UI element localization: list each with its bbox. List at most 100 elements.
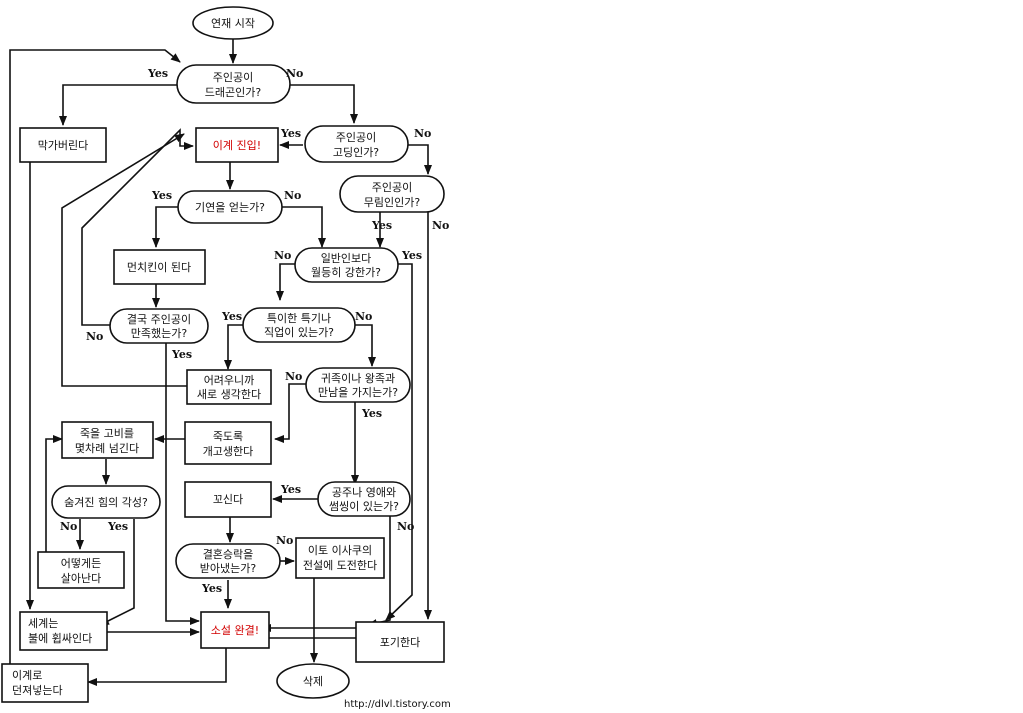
label-martial-no: No xyxy=(432,219,449,232)
edge-hard-enter xyxy=(61,133,187,387)
label-satisfied-no: No xyxy=(86,330,103,343)
a-throw-line1: 이계로 xyxy=(12,669,42,682)
edge-satisfied-no xyxy=(81,128,194,326)
a-world-line1: 세계는 xyxy=(28,617,58,630)
connectors xyxy=(9,39,432,686)
edge-satisfied-yes xyxy=(165,343,200,625)
a-enter-node: 이계 진입! xyxy=(195,127,279,163)
a-crises-line2: 몇차례 넘긴다 xyxy=(75,442,139,455)
a-hard-line1: 어려우니까 xyxy=(204,374,255,387)
q-martial-node: 주인공이 무림인인가? xyxy=(339,175,445,213)
a-delete-node: 삭제 xyxy=(276,663,350,699)
label-marriage-no: No xyxy=(276,534,293,547)
a-giveup-label: 포기한다 xyxy=(380,636,420,649)
a-legend-line1: 이토 이사쿠의 xyxy=(308,544,372,557)
q-noble-node: 귀족이나 왕족과 만남을 가지는가? xyxy=(305,367,411,403)
label-dragon-yes: Yes xyxy=(147,67,168,80)
edge-dragon-yes xyxy=(59,84,177,126)
edge-skill-yes xyxy=(224,324,243,370)
q-skill-line1: 특이한 특기나 xyxy=(267,312,331,325)
a-suffer-node: 죽도록 개고생한다 xyxy=(184,421,272,465)
q-skill-line2: 직업이 있는가? xyxy=(264,326,334,339)
a-suffer-line2: 개고생한다 xyxy=(203,445,254,458)
q-marriage-line1: 결혼승락을 xyxy=(203,548,254,561)
q-highschool-node: 주인공이 고딩인가? xyxy=(304,125,409,163)
q-martial-line1: 주인공이 xyxy=(372,181,412,194)
a-hard-line2: 새로 생각한다 xyxy=(197,388,261,401)
q-noble-line1: 귀족이나 왕족과 xyxy=(321,372,395,385)
q-noble-line2: 만남을 가지는가? xyxy=(318,386,398,399)
q-princess-node: 공주나 영애와 썸씽이 있는가? xyxy=(317,481,411,517)
a-seduce-label: 꼬신다 xyxy=(213,493,243,506)
q-satisfied-line1: 결국 주인공이 xyxy=(127,313,191,326)
a-throw-line2: 던져넣는다 xyxy=(12,684,63,697)
q-dragon-line2: 드래곤인가? xyxy=(205,86,262,99)
label-martial-yes: Yes xyxy=(371,219,392,232)
q-skill-node: 특이한 특기나 직업이 있는가? xyxy=(242,307,356,343)
q-highschool-line2: 고딩인가? xyxy=(333,146,379,159)
a-block-label: 막가버린다 xyxy=(38,139,89,152)
label-hidden-yes: Yes xyxy=(107,520,128,533)
q-stronger-node: 일반인보다 월등히 강한가? xyxy=(294,247,399,283)
label-princess-no: No xyxy=(397,520,414,533)
q-princess-line1: 공주나 영애와 xyxy=(332,486,396,499)
label-dragon-no: No xyxy=(286,67,303,80)
edge-survive-crises xyxy=(45,435,63,552)
label-chance-yes: Yes xyxy=(151,189,172,202)
label-skill-no: No xyxy=(355,310,372,323)
label-chance-no: No xyxy=(284,189,301,202)
a-giveup-node: 포기한다 xyxy=(355,621,445,663)
label-hidden-no: No xyxy=(60,520,77,533)
a-survive-line2: 살아난다 xyxy=(61,572,101,585)
label-stronger-yes: Yes xyxy=(401,249,422,262)
q-satisfied-line2: 만족했는가? xyxy=(131,327,188,340)
a-block-node: 막가버린다 xyxy=(19,127,107,163)
edge-complete-throw xyxy=(87,648,227,686)
q-martial-line2: 무림인인가? xyxy=(364,196,421,209)
a-munchkin-node: 먼치킨이 된다 xyxy=(113,249,206,285)
a-munchkin-label: 먼치킨이 된다 xyxy=(127,261,191,274)
label-princess-yes: Yes xyxy=(280,483,301,496)
edge-dragon-no xyxy=(290,84,358,124)
a-throw-node: 이계로 던져넣는다 xyxy=(1,663,89,703)
a-complete-node: 소설 완결! xyxy=(200,611,270,649)
a-suffer-line1: 죽도록 xyxy=(213,430,243,443)
a-crises-line1: 죽을 고비를 xyxy=(80,427,134,440)
edge-chance-yes xyxy=(152,206,178,248)
q-dragon-line1: 주인공이 xyxy=(213,71,253,84)
q-princess-line2: 썸씽이 있는가? xyxy=(329,500,399,513)
a-enter-label: 이계 진입! xyxy=(213,139,261,152)
source-url: http://dlvl.tistory.com xyxy=(344,699,451,710)
a-legend-line2: 전설에 도전한다 xyxy=(303,559,377,572)
q-marriage-node: 결혼승락을 받아냈는가? xyxy=(175,543,281,579)
a-complete-label: 소설 완결! xyxy=(211,624,259,637)
branch-labels: Yes No Yes No Yes No Yes No No Yes Yes N… xyxy=(60,67,449,595)
edge-noble-no xyxy=(274,383,306,443)
edge-giveup-complete-2 xyxy=(257,633,356,642)
label-skill-yes: Yes xyxy=(221,310,242,323)
start-node: 연재 시작 xyxy=(192,6,274,40)
q-chance-node: 기연을 얻는가? xyxy=(177,190,283,224)
q-hidden-node: 숨겨진 힘의 각성? xyxy=(51,485,161,519)
label-noble-yes: Yes xyxy=(361,407,382,420)
edge-chance-no xyxy=(282,206,326,248)
a-world-line2: 불에 휩싸인다 xyxy=(28,632,92,645)
label-stronger-no: No xyxy=(274,249,291,262)
label-noble-no: No xyxy=(285,370,302,383)
a-delete-label: 삭제 xyxy=(303,675,323,688)
a-survive-node: 어떻게든 살아난다 xyxy=(37,551,125,589)
q-dragon-node: 주인공이 드래곤인가? xyxy=(176,64,291,104)
edge-throw-dragon xyxy=(9,49,181,680)
label-highschool-yes: Yes xyxy=(280,127,301,140)
q-chance-label: 기연을 얻는가? xyxy=(195,201,265,214)
edge-skill-no xyxy=(355,324,376,367)
a-survive-line1: 어떻게든 xyxy=(61,557,101,570)
q-marriage-line2: 받아냈는가? xyxy=(200,562,257,575)
a-world-node: 세계는 불에 휩싸인다 xyxy=(19,611,108,651)
label-marriage-yes: Yes xyxy=(201,582,222,595)
q-highschool-line1: 주인공이 xyxy=(336,131,376,144)
a-legend-node: 이토 이사쿠의 전설에 도전한다 xyxy=(295,537,385,579)
label-highschool-no: No xyxy=(414,127,431,140)
q-stronger-line2: 월등히 강한가? xyxy=(311,265,381,279)
